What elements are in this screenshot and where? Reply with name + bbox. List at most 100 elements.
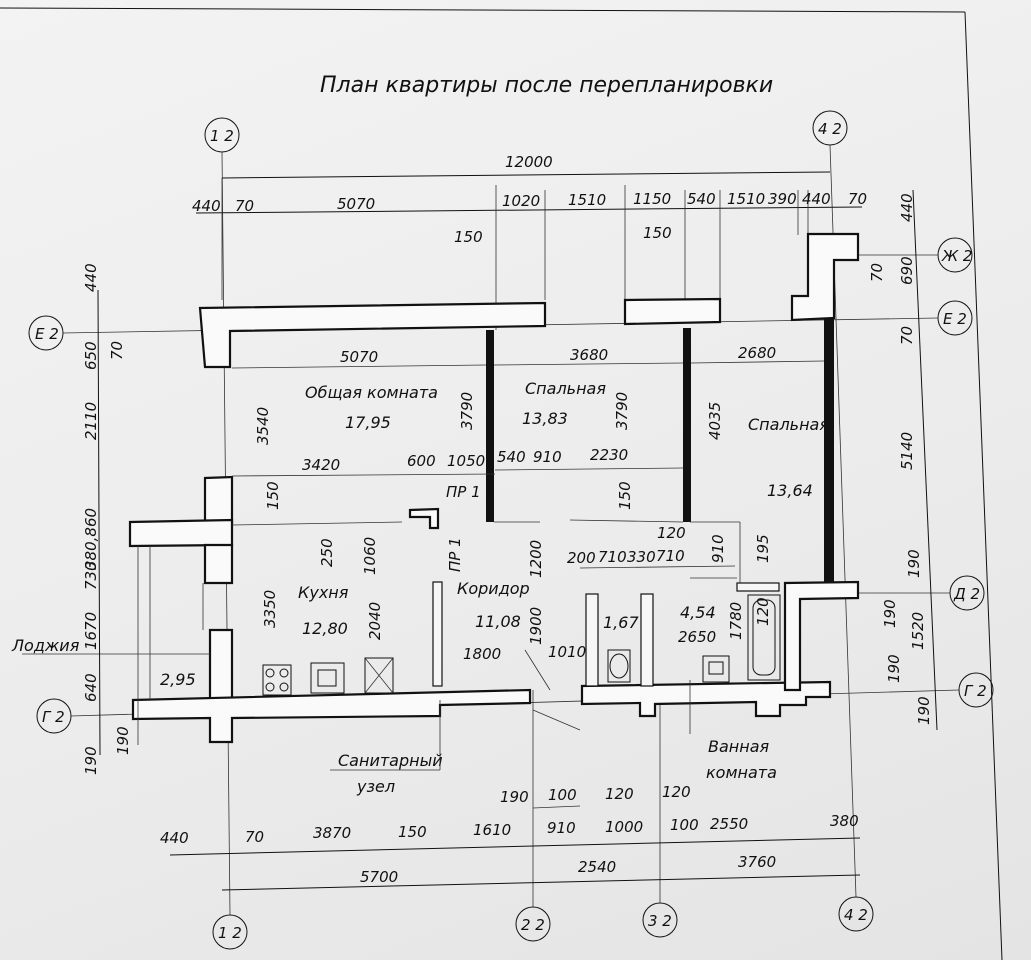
dim-inner-3540: 3540: [254, 407, 272, 445]
room-wc-area: 1,67: [603, 613, 639, 632]
dim-left-2110: 2110: [82, 402, 100, 440]
dim-left-190b: 190: [114, 726, 132, 755]
dim-right-1520: 1520: [909, 612, 927, 650]
left-dimension-chain: 440 650 70 2110 380,860 730 1670 640 190…: [82, 263, 132, 775]
dim-bottom-3760: 3760: [738, 853, 776, 871]
room-labels: Общая комната 17,95 Спальная 13,83 Спаль…: [11, 379, 829, 796]
room-living-area: 17,95: [345, 413, 391, 432]
axis-markers: 1 2 4 2 1 2 2 2 3 2 4 2 Е 2 Г 2 Ж 2 Е 2 …: [28, 110, 994, 950]
dim-bottom-2540: 2540: [578, 858, 616, 876]
dim-bottom-100a: 100: [548, 786, 577, 804]
room-loggia-name: Лоджия: [11, 636, 80, 655]
dim-inner-3350: 3350: [261, 590, 279, 628]
interior-lines: [137, 519, 781, 745]
dim-top-5070: 5070: [337, 195, 375, 213]
dim-bottom-3870: 3870: [313, 824, 351, 842]
dim-right-5140: 5140: [898, 432, 916, 470]
dim-top-390: 390: [768, 190, 797, 208]
dim-inner-2680: 2680: [738, 344, 776, 362]
axis-label-g-left: Г 2: [42, 708, 65, 726]
label-bathroom-line2: комната: [706, 763, 777, 782]
room-bedroom2-area: 13,64: [767, 481, 813, 500]
plan-title: План квартиры после перепланировки: [320, 73, 773, 98]
dim-inner-1900: 1900: [527, 607, 545, 645]
axis-label-1-top: 1 2: [210, 127, 234, 145]
label-bathroom-line1: Ванная: [708, 737, 770, 756]
dim-inner-1200: 1200: [527, 540, 545, 578]
right-dimension-chain: 440 70 690 70 5140 190 190 1520 190 190: [868, 189, 938, 731]
dim-inner-710a: 710: [598, 548, 627, 566]
label-sanitary-line1: Санитарный: [338, 751, 443, 770]
dim-inner-3420: 3420: [302, 456, 340, 474]
room-bedroom2-name: Спальная: [748, 415, 829, 434]
dim-inner-250: 250: [318, 538, 336, 567]
dim-inner-1010: 1010: [548, 643, 586, 661]
dim-inner-150d: 150: [616, 481, 634, 510]
top-dimension-chain: [195, 171, 863, 330]
walls: [128, 232, 860, 744]
room-kitchen-name: Кухня: [298, 583, 349, 602]
dim-right-190d: 190: [915, 696, 933, 725]
label-opening-1: ПР 1: [446, 483, 481, 501]
dim-inner-540: 540: [497, 448, 526, 466]
axis-label-2-bottom: 2 2: [521, 916, 545, 934]
label-sanitary-line2: узел: [356, 777, 395, 796]
dim-top-440a: 440: [192, 197, 221, 215]
dim-bottom-910: 910: [547, 819, 576, 837]
room-bedroom1-name: Спальная: [525, 379, 606, 398]
dim-inner-1060: 1060: [361, 537, 379, 575]
dim-top-150b: 150: [643, 224, 672, 242]
dim-inner-1780: 1780: [727, 602, 745, 640]
dim-inner-2230: 2230: [590, 446, 628, 464]
dim-bottom-380: 380: [830, 812, 859, 830]
dim-bottom-120a: 120: [605, 785, 634, 803]
dim-top-70a: 70: [235, 197, 254, 215]
dim-left-380-860: 380,860: [82, 508, 100, 570]
dim-inner-910: 910: [533, 448, 562, 466]
axis-label-4-bottom: 4 2: [844, 906, 868, 924]
axis-label-4-top: 4 2: [818, 120, 842, 138]
dim-right-70b: 70: [898, 326, 916, 345]
dim-bottom-2550: 2550: [710, 815, 748, 833]
room-kitchen-area: 12,80: [302, 619, 348, 638]
dim-right-440: 440: [898, 193, 916, 222]
axis-label-3-bottom: 3 2: [648, 912, 672, 930]
dim-right-190c: 190: [885, 654, 903, 683]
dim-bottom-70: 70: [245, 828, 264, 846]
dim-inner-150c: 150: [264, 481, 282, 510]
dim-inner-3680: 3680: [570, 346, 608, 364]
dim-right-70a: 70: [868, 263, 886, 282]
room-living-name: Общая комната: [305, 383, 438, 402]
axis-label-zh-right: Ж 2: [941, 247, 972, 265]
dim-inner-120b: 120: [754, 597, 772, 626]
inner-dimensions: 5070 3680 2680 3540 3790 3790 4035 3420 …: [231, 344, 825, 663]
dim-inner-710b: 710: [656, 547, 685, 565]
room-bedroom1-area: 13,83: [522, 409, 568, 428]
dim-right-190b: 190: [881, 599, 899, 628]
dim-inner-195: 195: [754, 534, 772, 563]
dim-left-440: 440: [82, 263, 100, 292]
dim-inner-5070: 5070: [340, 348, 378, 366]
dim-bottom-100b: 100: [670, 816, 699, 834]
dim-bottom-1000: 1000: [605, 818, 643, 836]
dim-left-730: 730: [82, 561, 100, 590]
dim-bottom-440: 440: [160, 829, 189, 847]
dim-inner-3790b: 3790: [613, 392, 631, 430]
dim-top-1150: 1150: [633, 190, 671, 208]
room-loggia-area: 2,95: [160, 670, 196, 689]
dim-inner-330: 330: [627, 548, 656, 566]
dim-inner-910b: 910: [709, 534, 727, 563]
axis-label-1-bottom: 1 2: [218, 924, 242, 942]
room-corridor-area: 11,08: [475, 612, 521, 631]
dim-bottom-1610: 1610: [473, 821, 511, 839]
dim-left-1670: 1670: [82, 612, 100, 650]
dim-top-1510a: 1510: [568, 191, 606, 209]
dim-top-1510b: 1510: [727, 190, 765, 208]
dim-left-650: 650: [82, 341, 100, 370]
dim-left-190a: 190: [82, 746, 100, 775]
dim-bottom-190: 190: [500, 788, 529, 806]
dim-bottom-150: 150: [398, 823, 427, 841]
dim-bottom-120b: 120: [662, 783, 691, 801]
room-bath-area: 4,54: [680, 603, 716, 622]
